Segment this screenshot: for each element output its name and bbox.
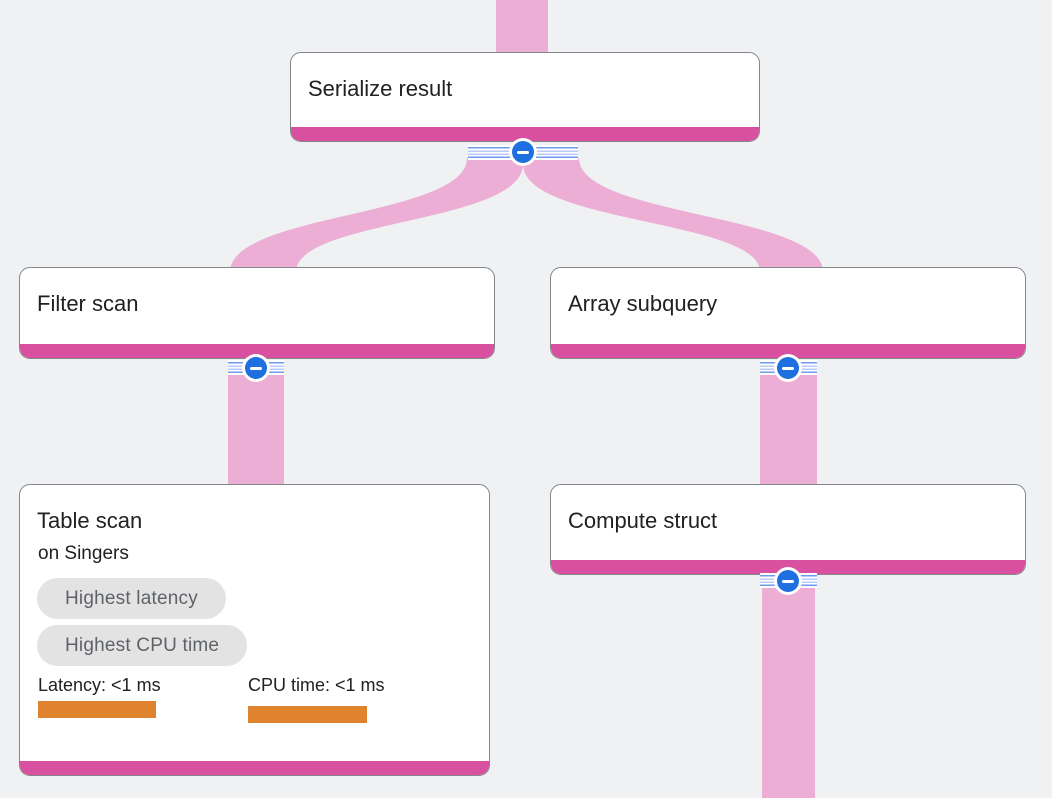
collapse-button-serialize-result[interactable]	[512, 141, 534, 163]
collapse-button-filter-scan[interactable]	[245, 357, 267, 379]
metric-latency-label: Latency: <1 ms	[38, 675, 161, 695]
node-title: Array subquery	[568, 291, 718, 316]
collapse-button-array-subquery[interactable]	[777, 357, 799, 379]
edge-filter-scan-to-table-scan	[228, 360, 284, 486]
metric-latency: Latency: <1 ms	[38, 675, 248, 723]
node-array-subquery[interactable]: Array subquery	[550, 267, 1026, 359]
edge-array-subquery-to-compute-struct	[760, 360, 817, 486]
node-accent-bar	[551, 344, 1025, 358]
node-accent-bar	[20, 344, 494, 358]
metrics-row: Latency: <1 ms CPU time: <1 ms	[38, 675, 489, 723]
node-accent-bar	[20, 761, 489, 775]
minus-icon	[517, 150, 529, 154]
minus-icon	[250, 366, 262, 370]
node-subtitle: on Singers	[38, 543, 129, 564]
node-title: Table scan	[37, 508, 143, 533]
collapse-button-compute-struct[interactable]	[777, 570, 799, 592]
metric-latency-bar	[38, 701, 156, 718]
node-accent-bar	[551, 560, 1025, 574]
node-compute-struct[interactable]: Compute struct	[550, 484, 1026, 575]
metric-cpu-time-bar	[248, 706, 367, 723]
node-serialize-result[interactable]: Serialize result	[290, 52, 760, 142]
node-title: Serialize result	[308, 76, 453, 101]
node-accent-bar	[291, 127, 759, 141]
metric-cpu-time: CPU time: <1 ms	[248, 675, 458, 723]
node-title: Compute struct	[568, 508, 718, 533]
metric-cpu-time-label: CPU time: <1 ms	[248, 675, 385, 695]
edge-compute-struct-to-bottom	[762, 574, 815, 798]
edge-serialize-result-to-filter-scan	[230, 158, 523, 272]
minus-icon	[782, 579, 794, 583]
badge-highest-cpu-time: Highest CPU time	[37, 625, 248, 666]
edge-top-to-serialize-result	[496, 0, 548, 58]
node-title: Filter scan	[37, 291, 139, 316]
node-filter-scan[interactable]: Filter scan	[19, 267, 495, 359]
badge-highest-latency: Highest latency	[37, 578, 226, 619]
node-table-scan[interactable]: Table scan on Singers Highest latency Hi…	[19, 484, 490, 776]
edge-serialize-result-to-array-subquery	[523, 158, 823, 272]
minus-icon	[782, 366, 794, 370]
